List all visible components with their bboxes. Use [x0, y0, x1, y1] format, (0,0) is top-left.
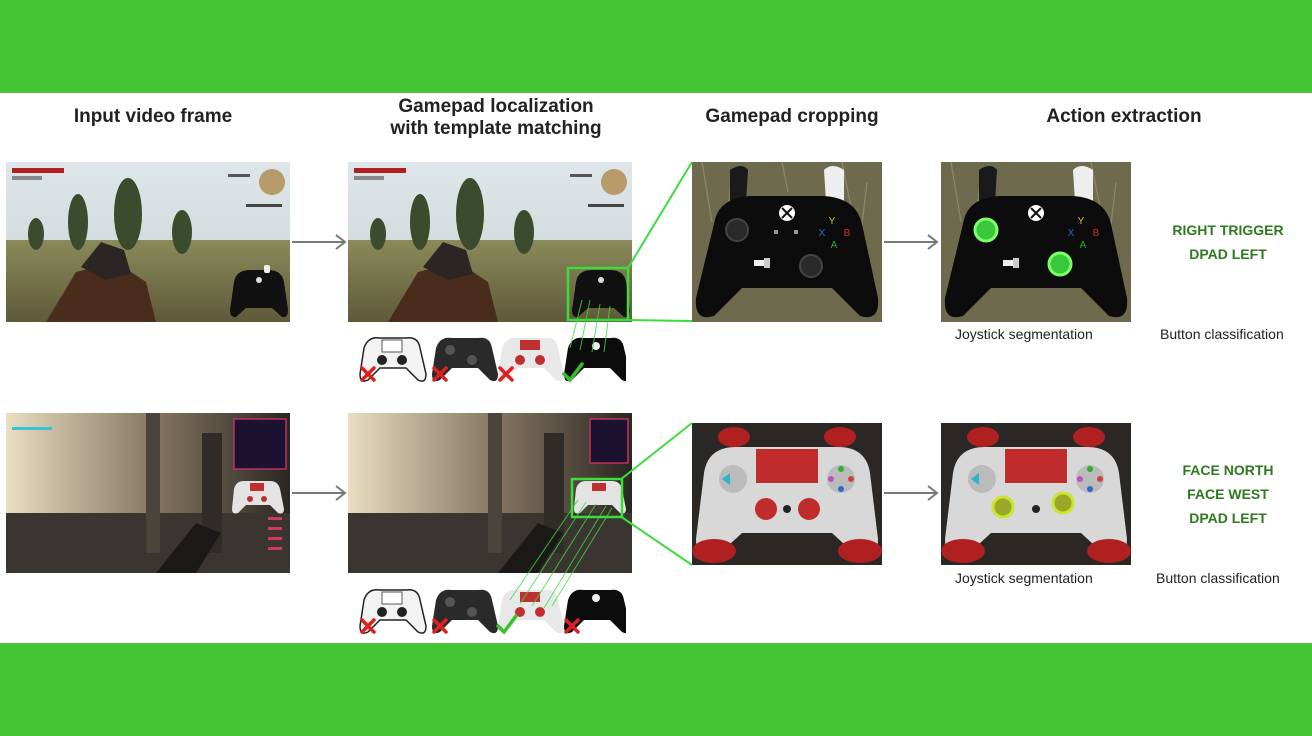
ps5-controller-icon — [359, 336, 427, 382]
button-classification-label: Button classification — [1156, 570, 1280, 586]
extraction-frame-row2 — [941, 423, 1131, 565]
check-icon — [562, 362, 584, 383]
action-label: FACE WEST — [1187, 486, 1269, 502]
input-frame-row2 — [6, 413, 290, 573]
xbox-a-label: A — [1080, 240, 1087, 251]
right-joystick-highlight — [1047, 251, 1073, 277]
action-label: RIGHT TRIGGER — [1172, 222, 1284, 238]
cross-icon — [360, 618, 376, 634]
ps4-controller-icon — [692, 427, 882, 563]
right-joystick-highlight — [1051, 491, 1075, 515]
column-title-localization: Gamepad localization with template match… — [360, 96, 632, 140]
actions-row1: RIGHT TRIGGER DPAD LEFT — [1150, 218, 1306, 266]
localization-frame-row1 — [348, 162, 632, 322]
xbox-b-label: B — [1093, 228, 1100, 239]
button-classification-label: Button classification — [1160, 326, 1284, 342]
input-frame-row1 — [6, 162, 290, 322]
arrow-right-icon — [292, 485, 347, 501]
arrow-right-icon — [292, 234, 347, 250]
xbox-elite-controller-icon — [432, 337, 498, 382]
cross-icon — [498, 366, 514, 382]
xbox-y-label: Y — [829, 216, 836, 227]
xbox-controller-icon: Y B X A — [695, 166, 879, 318]
check-icon — [496, 614, 518, 635]
crop-frame-row1: Y B X A — [692, 162, 882, 322]
column-title-localization-line1: Gamepad localization — [398, 96, 594, 117]
xbox-elite-controller-icon — [432, 589, 498, 634]
ps4-controller-icon — [498, 337, 564, 382]
left-joystick-highlight — [973, 217, 999, 243]
action-label: DPAD LEFT — [1189, 510, 1267, 526]
action-label: DPAD LEFT — [1189, 246, 1267, 262]
cross-icon — [564, 618, 580, 634]
arrow-right-icon — [884, 485, 939, 501]
xbox-x-label: X — [1068, 228, 1075, 239]
cross-icon — [432, 618, 448, 634]
column-title-extraction: Action extraction — [1046, 106, 1202, 127]
joystick-segmentation-label: Joystick segmentation — [955, 326, 1093, 342]
crop-frame-row2 — [692, 423, 882, 565]
actions-row2: FACE NORTH FACE WEST DPAD LEFT — [1150, 458, 1306, 530]
cross-icon — [360, 366, 376, 382]
bottom-green-band — [0, 643, 1312, 736]
column-title-cropping: Gamepad cropping — [705, 106, 879, 127]
xbox-controller-icon — [230, 265, 288, 318]
xbox-a-label: A — [831, 240, 838, 251]
extraction-frame-row1: Y B X A — [941, 162, 1131, 322]
action-label: FACE NORTH — [1182, 462, 1274, 478]
column-title-localization-line2: with template matching — [390, 118, 602, 139]
column-title-input: Input video frame — [73, 106, 233, 127]
top-green-band — [0, 0, 1312, 93]
xbox-x-label: X — [819, 228, 826, 239]
xbox-b-label: B — [844, 228, 851, 239]
localization-frame-row2 — [348, 413, 632, 573]
joystick-segmentation-label: Joystick segmentation — [955, 570, 1093, 586]
templates-row2 — [359, 588, 626, 635]
ps4-controller-icon — [232, 481, 284, 514]
xbox-y-label: Y — [1078, 216, 1085, 227]
left-joystick-highlight — [991, 495, 1015, 519]
cross-icon — [432, 366, 448, 382]
templates-row1 — [359, 336, 626, 383]
ps5-controller-icon — [359, 588, 427, 634]
arrow-right-icon — [884, 234, 939, 250]
